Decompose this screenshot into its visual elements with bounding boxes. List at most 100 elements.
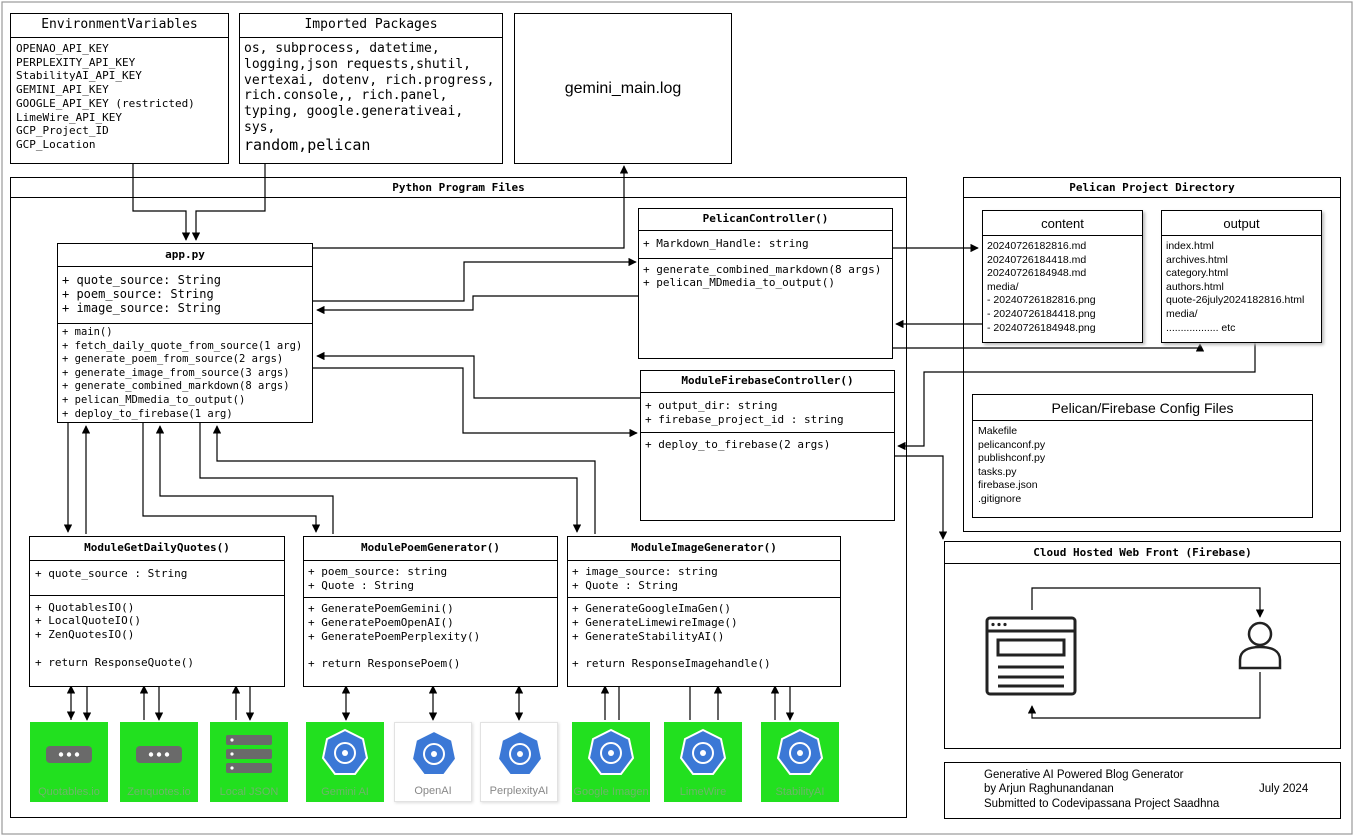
- poem-module-attributes: + poem_source: string + Quote : String: [304, 561, 557, 599]
- file-item: .................. etc: [1166, 321, 1236, 334]
- source-label: StabilityAI: [775, 786, 825, 798]
- gemini-ai-source: Gemini AI: [306, 722, 384, 802]
- openai-source: OpenAI: [394, 722, 472, 802]
- limewire-source: LimeWire: [664, 722, 742, 802]
- attribute: + image_source: string: [572, 565, 718, 578]
- footer-date: July 2024: [1259, 783, 1309, 795]
- config-files-title: Pelican/Firebase Config Files: [973, 395, 1312, 421]
- source-label: Quotables.io: [38, 786, 100, 798]
- method: + generate_combined_markdown(8 args): [62, 380, 290, 393]
- method: + generate_combined_markdown(8 args): [643, 262, 882, 276]
- file-item: 20240726184418.md: [987, 253, 1087, 266]
- source-label: Local JSON: [219, 786, 279, 798]
- footer-submission: Submitted to Codevipassana Project Saadh…: [984, 797, 1220, 810]
- env-item: OPENAO_API_KEY: [16, 42, 109, 55]
- file-item: - 20240726182816.png: [987, 294, 1096, 307]
- attribute: + output_dir: string: [645, 399, 778, 412]
- attribute: + Markdown_Handle: string: [643, 237, 809, 250]
- footer-author: by Arjun Raghunandanan: [984, 783, 1114, 796]
- output-folder-title: output: [1162, 211, 1321, 236]
- image-module-methods: + GenerateGoogleImaGen() + GenerateLimew…: [568, 598, 840, 675]
- file-item: tasks.py: [978, 465, 1017, 478]
- content-folder-title: content: [983, 211, 1142, 236]
- google-imagen-source: Google Imagen: [572, 722, 650, 802]
- footer-credits: Generative AI Powered Blog Generator by …: [944, 762, 1341, 819]
- cloud-web-front: Cloud Hosted Web Front (Firebase): [944, 541, 1341, 749]
- env-item: GCP_Project_ID: [16, 124, 109, 138]
- package-line: rich.console,, rich.panel,: [244, 88, 448, 104]
- output-file-list: index.html archives.html category.html a…: [1162, 236, 1321, 339]
- imported-packages-title: Imported Packages: [240, 14, 502, 38]
- cloud-web-front-title: Cloud Hosted Web Front (Firebase): [945, 542, 1340, 564]
- quotes-module-title: ModuleGetDailyQuotes(): [30, 537, 284, 561]
- perplexity-ai-source: PerplexityAI: [480, 722, 558, 802]
- file-item: authors.html: [1166, 280, 1224, 293]
- footer-text: Generative AI Powered Blog Generator by …: [984, 768, 1219, 811]
- footer-title: Generative AI Powered Blog Generator: [984, 769, 1184, 781]
- source-label: PerplexityAI: [489, 785, 549, 797]
- pelican-controller-class: PelicanController() + Markdown_Handle: s…: [638, 208, 893, 359]
- app-py-title: app.py: [58, 244, 312, 267]
- method: + GenerateGoogleImaGen(): [572, 602, 731, 616]
- method: + pelican_MDmedia_to_output(): [62, 393, 246, 406]
- method: + deploy_to_firebase(2 args): [645, 438, 831, 452]
- database-icon: [226, 735, 272, 773]
- environment-variables-list: OPENAO_API_KEY PERPLEXITY_API_KEY Stabil…: [11, 38, 228, 156]
- firebase-controller-methods: + deploy_to_firebase(2 args): [641, 433, 894, 457]
- file-item: firebase.json: [978, 479, 1038, 492]
- env-item: StabilityAI_API_KEY: [16, 69, 142, 83]
- pelican-project-directory: Pelican Project Directory: [963, 177, 1341, 532]
- poem-module-title: ModulePoemGenerator(): [304, 537, 557, 561]
- file-item: publishconf.py: [978, 452, 1046, 465]
- method: + LocalQuoteIO(): [35, 614, 141, 628]
- image-module-attributes: + image_source: string + Quote : String: [568, 561, 840, 599]
- server-icon: [136, 746, 182, 763]
- content-file-list: 20240726182816.md 20240726184418.md 2024…: [983, 236, 1142, 339]
- file-item: index.html: [1166, 240, 1214, 252]
- ai-model-icon: [321, 728, 369, 775]
- local-json-source: Local JSON: [210, 722, 288, 802]
- env-item: GOOGLE_API_KEY (restricted): [16, 96, 195, 110]
- env-item: PERPLEXITY_API_KEY: [16, 55, 136, 69]
- poem-module-class: ModulePoemGenerator() + poem_source: str…: [303, 536, 558, 687]
- method-spacer: [572, 644, 836, 658]
- file-item: quote-26july2024182816.html: [1166, 294, 1305, 307]
- method: + return ResponseQuote(): [35, 655, 194, 669]
- package-line: typing, google.generativeai,: [244, 104, 464, 120]
- ai-model-icon: [410, 729, 458, 776]
- content-folder: content 20240726182816.md 20240726184418…: [982, 210, 1143, 343]
- method: + main(): [62, 326, 113, 338]
- method: + fetch_daily_quote_from_source(1 arg): [62, 339, 303, 352]
- method: + pelican_MDmedia_to_output(): [643, 276, 836, 290]
- server-icon: [46, 746, 92, 763]
- environment-variables-box: EnvironmentVariables OPENAO_API_KEY PERP…: [10, 13, 229, 164]
- pelican-controller-title: PelicanController(): [639, 209, 892, 231]
- file-item: media/: [987, 280, 1019, 293]
- file-item: Makefile: [978, 425, 1018, 437]
- app-py-attributes: + quote_source: String + poem_source: St…: [58, 267, 312, 324]
- file-item: 20240726182816.md: [987, 240, 1087, 252]
- attribute: + image_source: String: [62, 301, 221, 315]
- ai-model-icon: [587, 728, 635, 775]
- env-item: LimeWire_API_KEY: [16, 110, 122, 124]
- method-spacer: [35, 642, 279, 656]
- method: + GeneratePoemOpenAI(): [308, 616, 454, 630]
- imported-packages-box: Imported Packages os, subprocess, dateti…: [239, 13, 503, 164]
- python-program-files-container: Python Program Files: [10, 177, 907, 818]
- firebase-controller-class: ModuleFirebaseController() + output_dir:…: [640, 370, 895, 521]
- source-label: Zenquotes.io: [127, 786, 191, 798]
- method: + GenerateLimewireImage(): [572, 616, 738, 630]
- method: + return ResponseImagehandle(): [572, 657, 771, 671]
- output-folder: output index.html archives.html category…: [1161, 210, 1322, 343]
- user-icon: [1238, 621, 1282, 670]
- config-files-box: Pelican/Firebase Config Files Makefile p…: [972, 394, 1313, 518]
- file-item: archives.html: [1166, 253, 1228, 266]
- package-line: random,pelican: [244, 135, 371, 154]
- attribute: + firebase_project_id : string: [645, 412, 844, 426]
- attribute: + quote_source: String: [62, 273, 221, 287]
- method: + return ResponsePoem(): [308, 657, 461, 671]
- ai-model-icon: [679, 728, 727, 775]
- method: + GenerateStabilityAI(): [572, 629, 725, 643]
- browser-window-icon: [985, 616, 1077, 696]
- method: + deploy_to_firebase(1 arg): [62, 407, 233, 420]
